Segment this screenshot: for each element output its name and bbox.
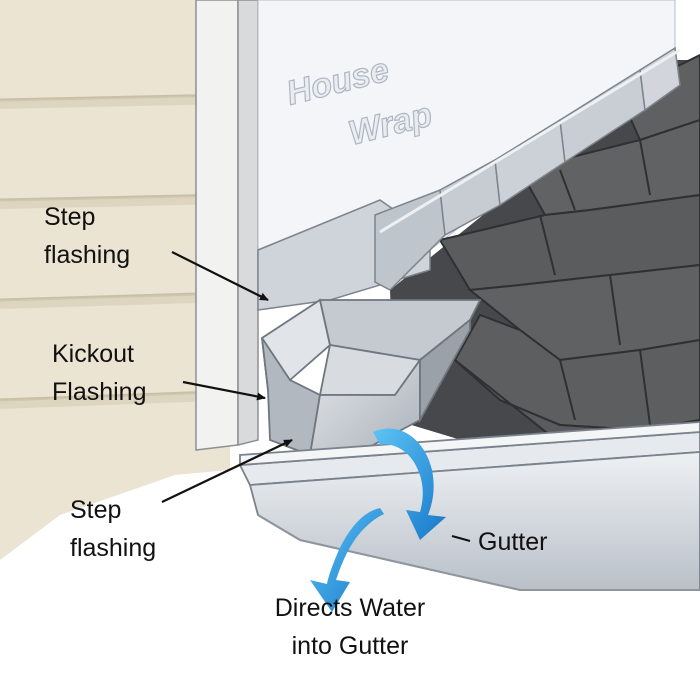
label-kickout-flashing-line2: Flashing — [52, 378, 147, 406]
leader-step-flashing-bottom — [161, 439, 293, 503]
water-flow-arrows — [310, 428, 446, 612]
callout-step-flashing-top: Step flashing — [44, 203, 130, 269]
kickout-flashing — [261, 298, 482, 461]
label-step-flashing-bottom-line2: flashing — [70, 534, 156, 562]
gutter — [238, 421, 700, 591]
leader-gutter — [451, 534, 471, 543]
corner-trim — [195, 0, 259, 451]
label-step-flashing-top-line2: flashing — [44, 241, 130, 269]
arrow-top — [373, 428, 446, 540]
label-step-flashing-top-line1: Step — [44, 203, 95, 231]
leader-kickout-flashing — [182, 380, 266, 401]
callout-step-flashing-bottom: Step flashing — [70, 496, 156, 562]
label-directs-water-line1: Directs Water — [275, 594, 425, 622]
lap-siding — [0, 0, 231, 560]
callout-kickout-flashing: Kickout Flashing — [52, 340, 147, 406]
label-directs-water-line2: into Gutter — [292, 632, 409, 660]
step-flashing-pieces — [257, 46, 681, 311]
leader-step-flashing-top — [171, 251, 269, 301]
label-gutter: Gutter — [478, 528, 547, 556]
label-kickout-flashing-line1: Kickout — [52, 340, 134, 368]
callout-lines — [161, 251, 471, 543]
callout-directs-water: Directs Water into Gutter — [275, 594, 425, 660]
arrow-bottom — [310, 508, 384, 612]
label-step-flashing-bottom-line1: Step — [70, 496, 121, 524]
